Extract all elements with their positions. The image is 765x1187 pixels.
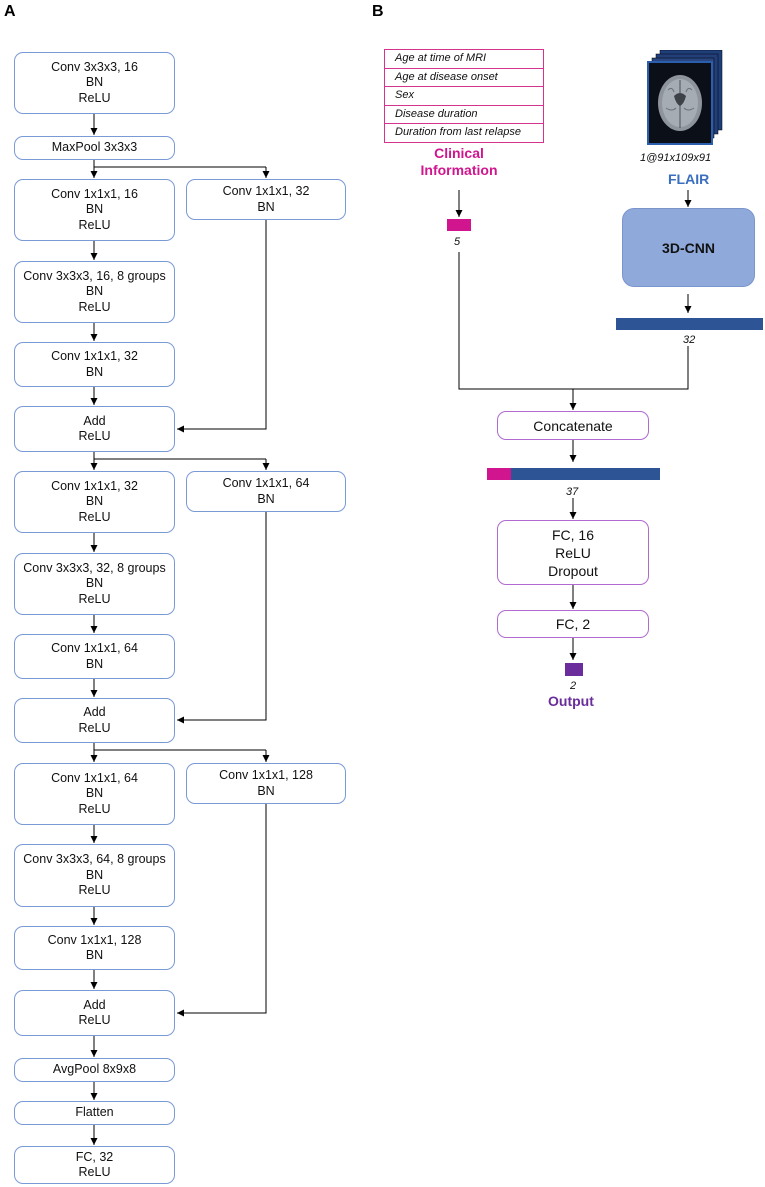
- cnn-feature-vector: [616, 318, 763, 330]
- box-line: Conv 1x1x1, 64: [51, 641, 138, 655]
- block2-add-box: Add ReLU: [14, 698, 175, 743]
- image-dims-label: 1@91x109x91: [640, 152, 712, 164]
- block2-conv2-box: Conv 3x3x3, 32, 8 groups BN ReLU: [14, 553, 175, 615]
- block1-conv3-box: Conv 1x1x1, 32 BN: [14, 342, 175, 387]
- concat-clinical-segment: [487, 468, 511, 480]
- output-vector: [565, 663, 583, 676]
- clinical-variables-list: Age at time of MRI Age at disease onset …: [384, 49, 544, 143]
- box-line: Conv 1x1x1, 32: [51, 478, 138, 493]
- box-line: ReLU: [78, 509, 111, 524]
- box-line: Conv 1x1x1, 128: [219, 768, 313, 782]
- box-line: Conv 1x1x1, 64: [51, 770, 138, 785]
- maxpool-box: MaxPool 3x3x3: [14, 136, 175, 160]
- concat-imaging-segment: [511, 468, 660, 480]
- concatenate-box: Concatenate: [497, 411, 649, 440]
- box-line: Add: [83, 413, 106, 428]
- box-line: Conv 1x1x1, 32: [222, 184, 310, 198]
- box-line: ReLU: [78, 217, 111, 232]
- clinical-title-line: Clinical: [434, 145, 484, 161]
- panel-b-label: B: [372, 3, 384, 20]
- box-line: Conv 1x1x1, 64: [222, 476, 310, 490]
- box-line: ReLU: [78, 90, 111, 105]
- box-line: BN: [257, 491, 275, 506]
- clinical-variable: Age at time of MRI: [385, 50, 543, 69]
- clinical-title-line: Information: [420, 162, 498, 178]
- box-line: Conv 3x3x3, 64, 8 groups: [23, 852, 166, 867]
- block2-conv3-box: Conv 1x1x1, 64 BN: [14, 634, 175, 679]
- fc16-box: FC, 16 ReLU Dropout: [497, 520, 649, 585]
- box-line: ReLU: [78, 1013, 111, 1027]
- box-line: MaxPool 3x3x3: [51, 140, 138, 155]
- block3-conv2-box: Conv 3x3x3, 64, 8 groups BN ReLU: [14, 844, 175, 907]
- fc2-box: FC, 2: [497, 610, 649, 638]
- block1-add-box: Add ReLU: [14, 406, 175, 452]
- block2-shortcut-box: Conv 1x1x1, 64 BN: [186, 471, 346, 512]
- box-line: BN: [85, 576, 104, 591]
- block3-conv1-box: Conv 1x1x1, 64 BN ReLU: [14, 763, 175, 825]
- box-line: ReLU: [555, 544, 591, 561]
- box-line: ReLU: [78, 591, 111, 606]
- block3-add-box: Add ReLU: [14, 990, 175, 1036]
- box-line: AvgPool 8x9x8: [52, 1062, 137, 1077]
- fc32-box: FC, 32 ReLU: [14, 1146, 175, 1184]
- box-line: BN: [85, 656, 104, 671]
- box-line: Conv 3x3x3, 16, 8 groups: [23, 268, 166, 283]
- clinical-variable: Age at disease onset: [385, 69, 543, 87]
- box-line: BN: [85, 948, 104, 962]
- clinical-title: Clinical Information: [414, 145, 504, 179]
- box-line: BN: [85, 284, 104, 299]
- clinical-vector: [447, 219, 471, 231]
- block3-shortcut-box: Conv 1x1x1, 128 BN: [186, 763, 346, 804]
- flatten-box: Flatten: [14, 1101, 175, 1125]
- box-line: Flatten: [75, 1105, 114, 1120]
- box-line: Dropout: [548, 562, 598, 579]
- box-line: Conv 3x3x3, 16: [51, 59, 138, 74]
- cnn-3d-box: 3D-CNN: [622, 208, 755, 287]
- box-line: FC, 2: [555, 616, 591, 632]
- avgpool-box: AvgPool 8x9x8: [14, 1058, 175, 1082]
- box-line: BN: [257, 199, 275, 214]
- box-line: Add: [83, 705, 106, 719]
- block1-shortcut-box: Conv 1x1x1, 32 BN: [186, 179, 346, 220]
- box-line: BN: [85, 494, 104, 509]
- box-line: BN: [257, 783, 275, 798]
- box-line: Conv 1x1x1, 128: [47, 932, 142, 947]
- box-line: BN: [85, 75, 104, 90]
- output-label: Output: [548, 693, 594, 709]
- box-line: Conv 1x1x1, 32: [51, 349, 138, 363]
- box-line: FC, 16: [551, 526, 594, 543]
- clinical-size-label: 5: [454, 236, 461, 248]
- box-line: BN: [85, 202, 104, 217]
- flair-label: FLAIR: [668, 171, 710, 187]
- box-line: ReLU: [78, 720, 111, 735]
- output-size-label: 2: [570, 680, 577, 692]
- panel-a-label: A: [4, 3, 16, 20]
- block2-conv1-box: Conv 1x1x1, 32 BN ReLU: [14, 471, 175, 533]
- box-line: FC, 32: [75, 1149, 114, 1164]
- box-line: BN: [85, 867, 104, 882]
- box-line: ReLU: [78, 1165, 111, 1179]
- box-line: Conv 1x1x1, 16: [51, 186, 138, 201]
- concat-size-label: 37: [566, 486, 579, 498]
- box-line: Conv 3x3x3, 32, 8 groups: [23, 560, 166, 575]
- clinical-variable: Sex: [385, 87, 543, 106]
- box-line: BN: [85, 364, 104, 379]
- box-line: Add: [83, 997, 106, 1012]
- block3-conv3-box: Conv 1x1x1, 128 BN: [14, 926, 175, 970]
- conv-initial-box: Conv 3x3x3, 16 BN ReLU: [14, 52, 175, 114]
- box-line: BN: [85, 786, 104, 801]
- box-line: ReLU: [78, 299, 111, 314]
- clinical-variable: Duration from last relapse: [395, 126, 521, 138]
- cnn-label: 3D-CNN: [662, 239, 715, 256]
- cnn-size-label: 32: [683, 334, 696, 346]
- brain-mri-icon: [647, 50, 723, 145]
- box-line: Concatenate: [533, 417, 613, 434]
- clinical-variable: Disease duration: [385, 106, 543, 124]
- box-line: ReLU: [78, 801, 111, 816]
- block1-conv1-box: Conv 1x1x1, 16 BN ReLU: [14, 179, 175, 241]
- box-line: ReLU: [78, 883, 111, 898]
- block1-conv2-box: Conv 3x3x3, 16, 8 groups BN ReLU: [14, 261, 175, 323]
- box-line: ReLU: [78, 429, 111, 443]
